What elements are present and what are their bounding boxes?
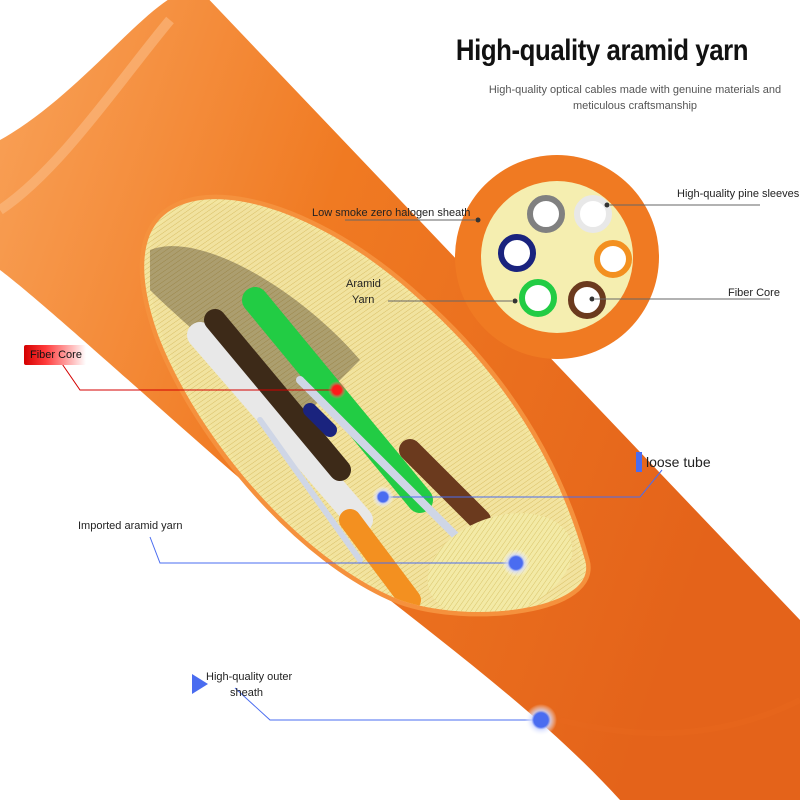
label-sheath: Low smoke zero halogen sheath — [312, 207, 471, 219]
page-title: High-quality aramid yarn — [455, 34, 749, 67]
fiber-core-tag — [24, 345, 86, 365]
cross-section-diagram — [455, 155, 659, 359]
marker-dots — [328, 381, 557, 736]
leader-lines — [57, 202, 770, 721]
label-aramid-line2: Yarn — [352, 294, 375, 306]
label-outer-sheath-line1: High-quality outer — [206, 671, 293, 683]
label-aramid-line1: Aramid — [346, 278, 381, 290]
label-pine-sleeves: High-quality pine sleeves — [677, 188, 800, 200]
label-fiber-core-right: Fiber Core — [728, 287, 780, 299]
label-fiber-core-left: Fiber Core — [30, 349, 82, 361]
label-imported-aramid: Imported aramid yarn — [78, 520, 183, 532]
outer-sheath-tag-icon — [192, 674, 208, 694]
label-loose-tube: loose tube — [646, 454, 711, 470]
loose-tube-tag-icon — [636, 452, 642, 472]
cutaway-section — [139, 194, 591, 617]
label-outer-sheath-line2: sheath — [230, 687, 264, 699]
page-subtitle: High-quality optical cables made with ge… — [488, 84, 782, 112]
